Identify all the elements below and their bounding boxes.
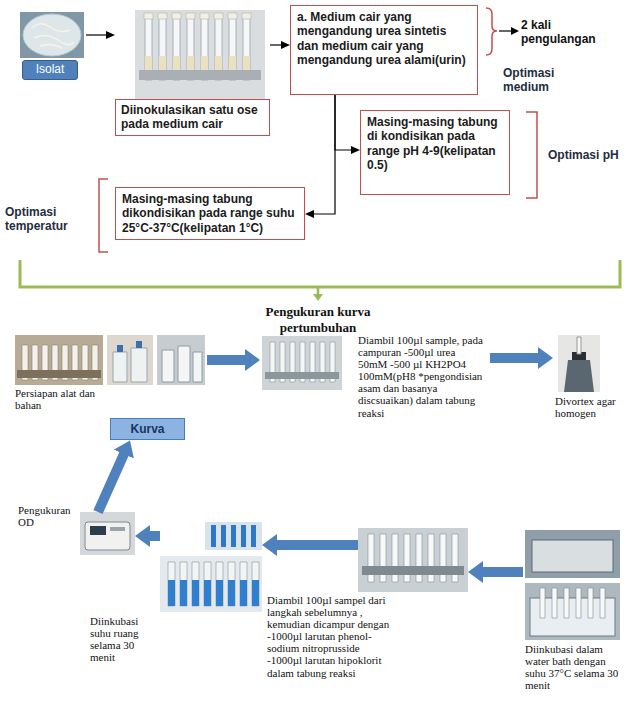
merge-bracket [20, 260, 620, 287]
petri-dish [23, 14, 81, 56]
photo-caption: Divortex agar homogen [555, 395, 623, 419]
flow-arrow [335, 95, 352, 150]
water-bath-photo [525, 530, 620, 578]
photo-caption: Persiapan alat dan bahan [15, 387, 115, 411]
water-bath [532, 540, 613, 572]
cotton-plug [144, 13, 251, 19]
label-slot: 2 kali pengulangan [521, 18, 619, 47]
inoculation-step: Diinokulasikan satu ose pada medium cair [115, 8, 270, 136]
isolate-photo: Isolat [18, 10, 86, 80]
section-heading: Pengukuran kurva pertumbuhan [243, 304, 393, 335]
water-bath-photo [525, 583, 620, 640]
square-bracket [99, 179, 108, 252]
rack-bar [362, 566, 464, 575]
photo-caption: Diinkubasi suhu ruang selama 30 menit [90, 615, 158, 663]
step-text: Masing-masing tabung dikondisikan pada r… [122, 192, 298, 235]
reagent-bottle [113, 348, 147, 382]
step-text: a. Medium cair yang mengandung urea sint… [297, 10, 471, 68]
rack-bar [17, 370, 101, 378]
photo-caption: Pengukuran OD [18, 504, 76, 528]
flow-arrow [313, 95, 335, 214]
reaction-photo [358, 528, 468, 592]
section-label: Optimasi pH [548, 148, 624, 162]
block-arrow [207, 355, 246, 365]
merge-arrowhead [313, 294, 323, 301]
photo-step: Divortex agar homogen [553, 333, 623, 419]
photo-step: Persiapan alat dan bahan [15, 335, 207, 411]
label-slot: Optimasi temperatur [5, 205, 93, 234]
process-box: a. Medium cair yang mengandung urea sint… [290, 5, 478, 95]
isolate-badge: Isolat [22, 60, 78, 80]
photo-caption: Diambil 100µl sampel dari langkah sebelu… [267, 594, 392, 679]
rack-bar [139, 70, 261, 80]
blue-tube [211, 525, 256, 547]
note-label: 2 kali pengulangan [521, 18, 619, 47]
section-label: Optimasi medium [503, 66, 573, 95]
reagent-bottle [162, 346, 202, 382]
square-bracket [526, 112, 537, 198]
photo-step: Pengukuran OD [80, 512, 135, 555]
blue-tubes-photo [160, 556, 262, 612]
label-slot: Pengukuran kurva pertumbuhan [243, 304, 393, 335]
spectrophotometer [85, 522, 130, 550]
section-label: Optimasi temperatur [5, 205, 93, 234]
photo-caption: Diinkubasi dalam water bath dengan suhu … [525, 643, 623, 691]
note-arrowhead [511, 27, 519, 35]
photo-caption: Diambil 100µl sample, pada campuran -500… [358, 334, 484, 419]
block-arrow [276, 540, 358, 550]
blue-tubes-photo [205, 522, 262, 550]
brace-bracket [486, 8, 497, 55]
prep-photo [15, 335, 103, 385]
label-slot: Optimasi pH [548, 148, 624, 162]
note-arrow [499, 30, 512, 31]
test-tube [577, 337, 581, 354]
block-arrow [98, 453, 124, 512]
label-slot: Optimasi medium [503, 66, 573, 95]
petri-photo [20, 12, 84, 58]
result-text: Kurva [111, 422, 184, 436]
spectrophotometer-photo [80, 512, 135, 555]
process-box: Masing-masing tabung dikondisikan pada r… [115, 187, 305, 240]
display-screen [90, 526, 106, 535]
vortex-body [564, 360, 594, 392]
connector-group [86, 35, 539, 572]
vortex-photo [558, 335, 600, 392]
colony-streak [32, 24, 74, 48]
blue-liquid [168, 580, 259, 606]
tube-rack-photo [135, 10, 265, 100]
sample-slot [110, 527, 125, 531]
merge-arrow [317, 287, 320, 295]
photo-step: Diambil 100µl sampel dari langkah sebelu… [358, 528, 468, 592]
photo-step: Diinkubasi suhu ruang selama 30 menit [160, 522, 262, 612]
sample-photo [262, 336, 342, 390]
test-tube [540, 588, 605, 618]
process-box: Masing-masing tabung di kondisikan pada … [360, 110, 510, 195]
bottle-cap [117, 341, 142, 352]
flow-arrow [86, 34, 107, 35]
block-arrow [482, 567, 523, 577]
photo-step: Diinkubasi dalam water bath dengan suhu … [523, 528, 623, 691]
step-text: Masing-masing tabung di kondisikan pada … [367, 115, 503, 173]
process-box: Diinokulasikan satu ose pada medium cair [115, 99, 270, 136]
prep-photo [107, 335, 153, 385]
result-box: Kurva [110, 418, 185, 440]
block-arrow [490, 353, 539, 363]
flow-arrow [270, 44, 282, 45]
prep-photo [157, 335, 205, 385]
test-tube [168, 562, 259, 606]
photo-step: Diambil 100µl sample, pada campuran -500… [260, 334, 490, 392]
rack-bar [265, 372, 339, 379]
block-arrow [149, 531, 160, 541]
